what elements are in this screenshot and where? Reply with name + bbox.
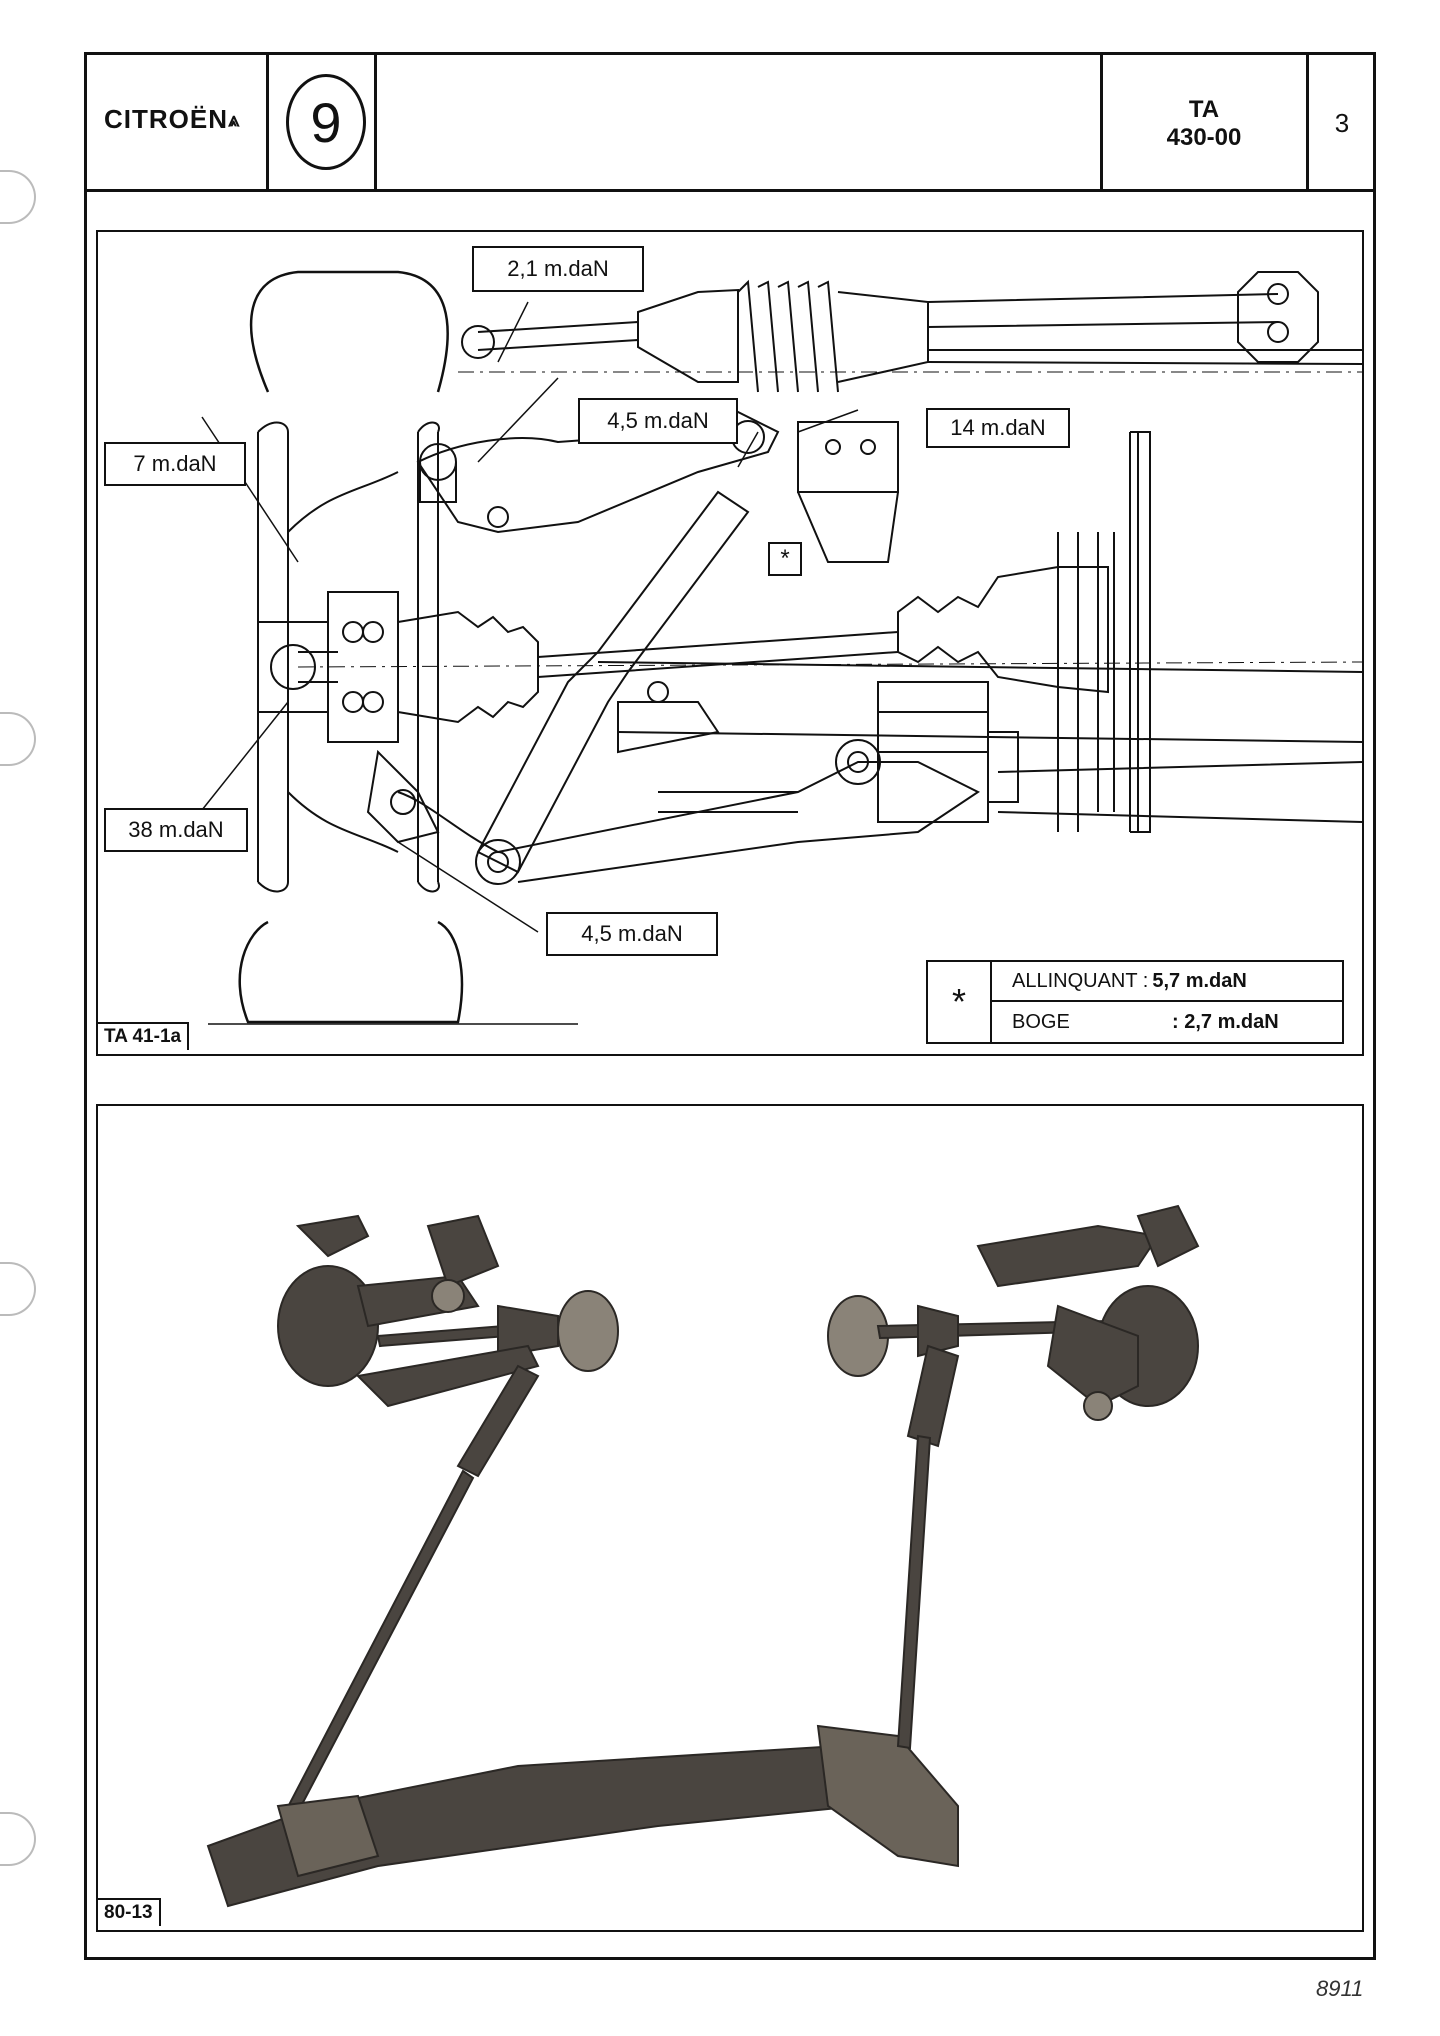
shock-absorber-legend: * ALLINQUANT : 5,7 m.daN BOGE : 2,7 m.da… — [926, 960, 1344, 1044]
legend-row: BOGE : 2,7 m.daN — [992, 1002, 1342, 1042]
legend-value: 5,7 m.daN — [1152, 969, 1247, 992]
binder-hole — [0, 1812, 36, 1866]
binder-hole — [0, 712, 36, 766]
legend-value: : 2,7 m.daN — [1172, 1010, 1279, 1033]
binder-hole — [0, 1262, 36, 1316]
legend-label: ALLINQUANT : — [1012, 969, 1149, 992]
legend-label: BOGE — [1012, 1010, 1070, 1033]
legend-row: ALLINQUANT : 5,7 m.daN — [992, 962, 1342, 1002]
suspension-drawing — [201, 270, 1362, 1025]
asterisk-icon: * — [928, 962, 992, 1042]
header-divider — [374, 52, 377, 192]
torque-callout: 4,5 m.daN — [546, 912, 718, 956]
torque-callout: 4,5 m.daN — [578, 398, 738, 444]
torque-callout: 38 m.daN — [104, 808, 248, 852]
suspension-assembly-photo — [206, 1204, 1200, 1908]
chevron-logo-icon: ⩓ — [228, 109, 241, 131]
photo-panel: 80-13 — [96, 1104, 1364, 1932]
page-frame — [84, 52, 1376, 1960]
chapter-number: 9 — [286, 74, 366, 170]
reference-line-2: 430-00 — [1166, 124, 1242, 151]
header-divider — [1100, 52, 1103, 192]
asterisk-marker: * — [768, 542, 802, 576]
torque-callout: 7 m.daN — [104, 442, 246, 486]
diagram-panel: 2,1 m.daN 4,5 m.daN 14 m.daN 7 m.daN 38 … — [96, 230, 1364, 1056]
header-divider — [1306, 52, 1309, 192]
reference-line-1: TA — [1188, 96, 1220, 123]
torque-callout: 2,1 m.daN — [472, 246, 644, 292]
document-code: 8911 — [1316, 1976, 1364, 2001]
page-header — [84, 52, 1376, 192]
page-number: 3 — [1334, 108, 1350, 138]
header-divider — [266, 52, 269, 192]
reference-code: TA 430-00 — [1104, 96, 1304, 152]
binder-hole — [0, 170, 36, 224]
torque-callout: 14 m.daN — [926, 408, 1070, 448]
figure-label: 80-13 — [98, 1898, 161, 1926]
figure-label: TA 41-1a — [98, 1022, 190, 1050]
brand-logo: CITROËN⩓ — [104, 104, 240, 135]
brand-name: CITROËN — [104, 104, 228, 134]
